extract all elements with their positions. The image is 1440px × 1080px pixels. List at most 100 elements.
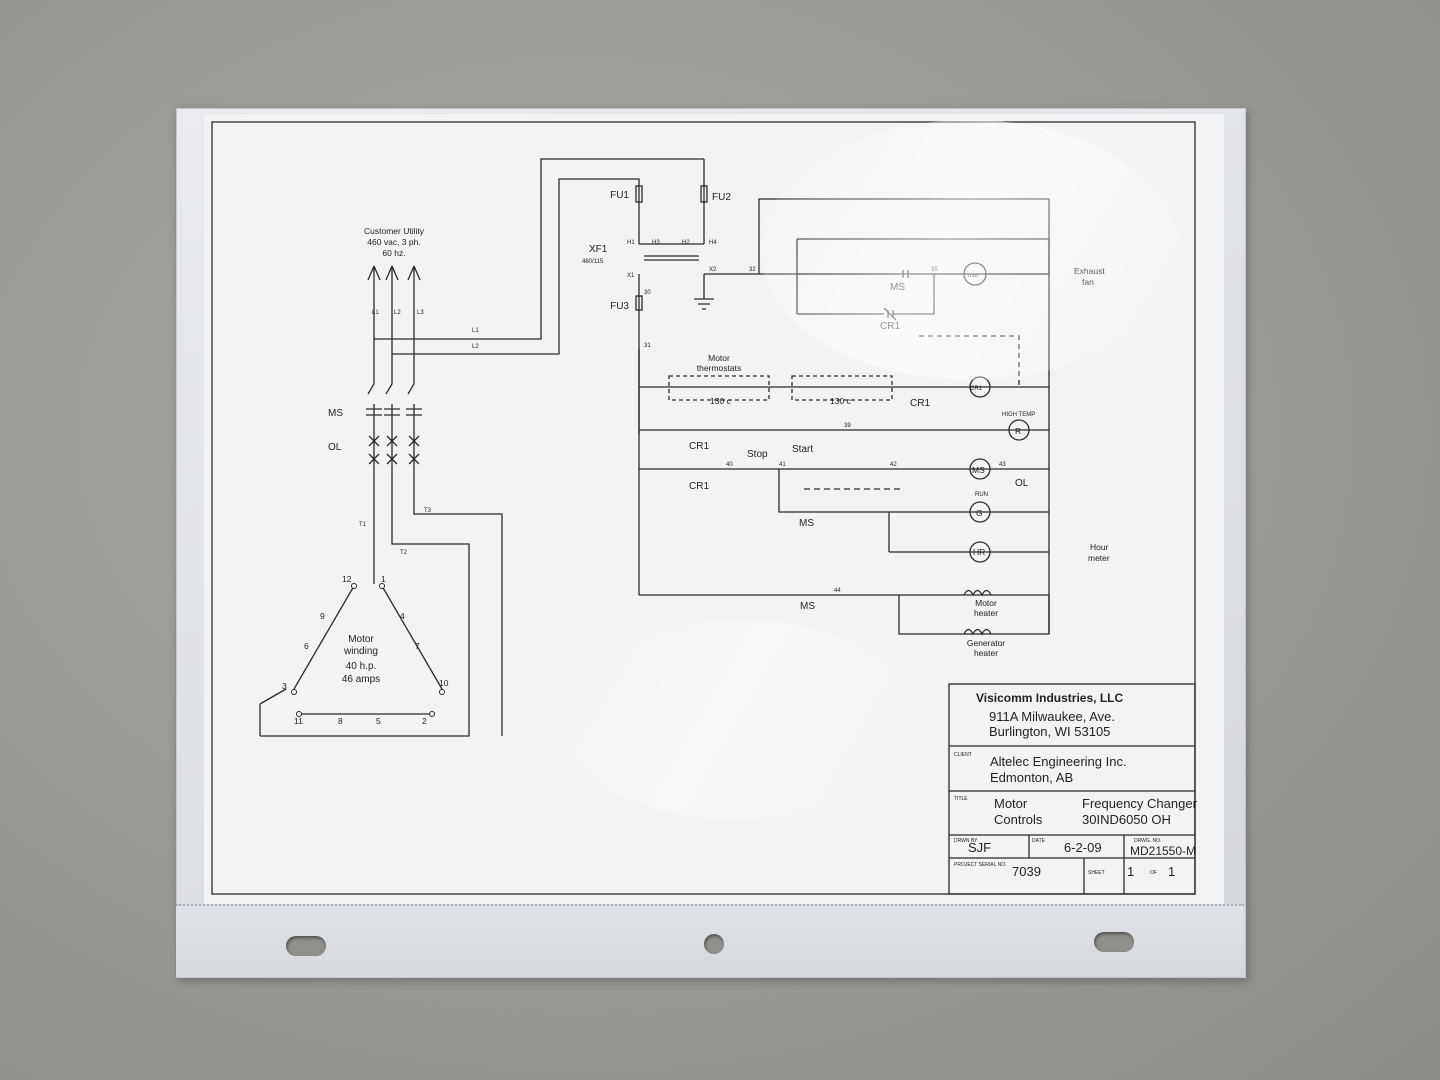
tb-title-2: Controls xyxy=(994,812,1043,827)
terminal-label: 8 xyxy=(338,716,343,726)
motor-winding-delta xyxy=(259,583,445,736)
l2-tag: L2 xyxy=(394,310,401,316)
exhaust-fan-label-1: Exhaust xyxy=(1074,266,1105,276)
t2-tag: T2 xyxy=(400,550,408,556)
fu3-label: FU3 xyxy=(610,301,629,312)
motor-heater-label-1: Motor xyxy=(975,598,997,608)
l2-feed-tag: L2 xyxy=(472,344,479,350)
punch-hole-center xyxy=(704,934,724,954)
terminal-label: 12 xyxy=(342,574,352,584)
hour-meter-label-1: Hour xyxy=(1090,542,1109,552)
xf1-rating: 460/115 xyxy=(582,259,604,265)
wire-44-tag: 44 xyxy=(834,588,841,594)
wire-30-tag: 30 xyxy=(644,290,651,296)
drawing-border xyxy=(211,121,1196,895)
tb-title-label: TITLE xyxy=(954,796,968,802)
punch-hole-left xyxy=(286,936,326,956)
ms-aux-label: MS xyxy=(890,282,905,293)
terminal-label: 9 xyxy=(320,611,325,621)
tb-sheet: 1 xyxy=(1127,864,1134,879)
motor-heater-label-2: heater xyxy=(974,608,998,618)
thermostat-temp-1: 130 c xyxy=(710,396,732,406)
exhaust-fan-label-2: fan xyxy=(1082,277,1094,287)
xf1-label: XF1 xyxy=(589,244,608,255)
l3-tag: L3 xyxy=(417,310,424,316)
tb-date-label: DATE xyxy=(1032,838,1046,844)
tb-of: 1 xyxy=(1168,864,1175,879)
stop-label: Stop xyxy=(747,449,768,460)
ol-contact-label: OL xyxy=(1015,478,1029,489)
customer-utility-label: Customer Utility 460 vac, 3 ph. 60 hz. xyxy=(364,226,425,258)
ms-contact-label: MS xyxy=(328,408,343,419)
motor-winding-line-1: Motor xyxy=(348,634,374,645)
cr1-nc-label: CR1 xyxy=(689,441,709,452)
ms-coil xyxy=(969,458,991,480)
tb-sheet-label: SHEET xyxy=(1088,870,1105,876)
wire-43-tag: 43 xyxy=(999,462,1006,468)
t3-tag: T3 xyxy=(424,508,432,514)
wire-40-tag: 40 xyxy=(726,462,733,468)
wiring-diagram: Customer Utility 460 vac, 3 ph. 60 hz. L… xyxy=(211,121,1198,895)
punch-hole-right xyxy=(1094,932,1134,952)
terminal-label: 4 xyxy=(400,611,405,621)
tb-drawn-label: DRWN BY xyxy=(954,838,978,844)
cr1-no-label: CR1 xyxy=(689,481,709,492)
tb-address-1: 911A Milwaukee, Ave. xyxy=(989,709,1115,724)
tb-client-label: CLIENT xyxy=(954,752,972,758)
hr-label: HR xyxy=(973,547,985,557)
wire-42-tag: 42 xyxy=(890,462,897,468)
l1-feed-tag: L1 xyxy=(472,328,479,334)
utility-line-2: 460 vac, 3 ph. xyxy=(367,237,420,247)
terminal-label: 10 xyxy=(439,678,449,688)
tb-client-1: Altelec Engineering Inc. xyxy=(990,754,1127,769)
wire-41-tag: 41 xyxy=(779,462,786,468)
terminal-label: 1 xyxy=(381,574,386,584)
mot-label: mot xyxy=(968,273,978,279)
terminal-label: 2 xyxy=(422,716,427,726)
h3-tag: H3 xyxy=(652,240,660,246)
terminal-label: 11 xyxy=(294,716,303,726)
schematic-sheet: Customer Utility 460 vac, 3 ph. 60 hz. L… xyxy=(204,114,1224,904)
ms-nc-label: MS xyxy=(800,601,815,612)
tb-serial: 7039 xyxy=(1012,864,1041,879)
g-label: G xyxy=(976,508,983,518)
tb-company: Visicomm Industries, LLC xyxy=(976,691,1123,705)
high-temp-relay xyxy=(1008,419,1030,441)
l1-tag: L1 xyxy=(372,310,379,316)
cr1-aux-label: CR1 xyxy=(880,321,900,332)
gen-heater-label-2: heater xyxy=(974,648,998,658)
cr1-contact-label: CR1 xyxy=(910,398,930,409)
motor-winding-line-3: 40 h.p. xyxy=(346,661,377,672)
generator-run-light xyxy=(969,501,991,523)
terminal-label: 5 xyxy=(376,716,381,726)
tb-address-2: Burlington, WI 53105 xyxy=(989,724,1110,739)
terminal-label: 6 xyxy=(304,641,309,651)
hour-meter-label-2: meter xyxy=(1088,553,1110,563)
ol-label: OL xyxy=(328,442,342,453)
tb-drawn: SJF xyxy=(968,840,991,855)
fu2-label: FU2 xyxy=(712,192,731,203)
h4-tag: H4 xyxy=(709,240,717,246)
t1-tag: T1 xyxy=(359,522,367,528)
tb-client-2: Edmonton, AB xyxy=(990,770,1073,785)
r-label: R xyxy=(1015,426,1021,436)
run-label: RUN xyxy=(975,492,988,498)
h2-tag: H2 xyxy=(682,240,690,246)
utility-line-1: Customer Utility xyxy=(364,226,425,236)
fu1-label: FU1 xyxy=(610,190,629,201)
tb-of-label: OF xyxy=(1150,870,1157,876)
terminal-label: 3 xyxy=(282,681,287,691)
h1-tag: H1 xyxy=(627,240,635,246)
thermostats-label-1: Motor xyxy=(708,353,730,363)
tb-title-1: Motor xyxy=(994,796,1028,811)
ms-power-contacts xyxy=(366,408,422,416)
wire-35-tag: 35 xyxy=(931,267,938,273)
utility-line-3: 60 hz. xyxy=(382,248,405,258)
wire-32-tag: 32 xyxy=(749,267,756,273)
title-block xyxy=(948,683,1196,895)
motor-winding-line-4: 46 amps xyxy=(342,674,380,685)
motor-winding-line-2: winding xyxy=(343,646,378,657)
ms-seal-label: MS xyxy=(799,518,814,529)
control-ladder xyxy=(638,238,1050,636)
thermostat-temp-2: 130 c xyxy=(830,396,852,406)
